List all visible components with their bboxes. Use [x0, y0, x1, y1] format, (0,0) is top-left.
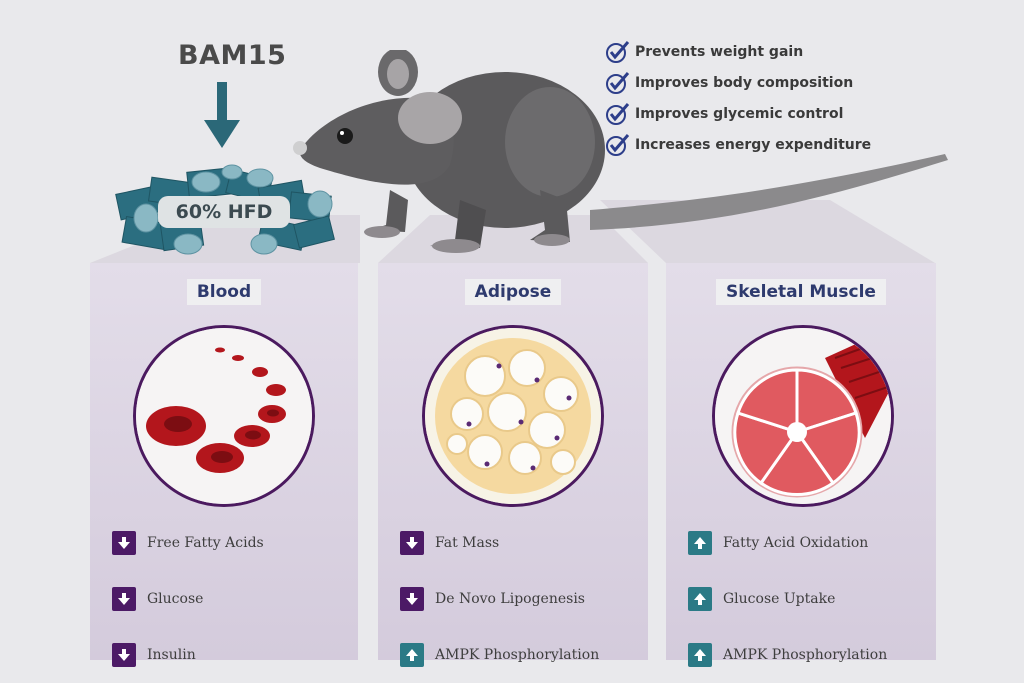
- effect-item: Improves body composition: [605, 67, 871, 98]
- list-item: AMPK Phosphorylation: [400, 627, 599, 683]
- item-label: Glucose Uptake: [723, 591, 836, 607]
- effect-text: Improves body composition: [635, 74, 854, 91]
- diet-label: 60% HFD: [158, 196, 290, 228]
- item-label: Insulin: [147, 647, 196, 663]
- list-item: AMPK Phosphorylation: [688, 627, 887, 683]
- panel-adipose: Adipose: [378, 263, 648, 667]
- up-arrow-icon: [688, 587, 712, 611]
- pellets-icon: [115, 164, 335, 255]
- up-arrow-icon: [688, 531, 712, 555]
- down-arrow-icon: [400, 587, 424, 611]
- marker-list: Free Fatty Acids Glucose Insulin: [112, 515, 264, 683]
- effect-item: Increases energy expenditure: [605, 129, 871, 160]
- down-arrow-icon: [204, 82, 240, 148]
- down-arrow-icon: [400, 531, 424, 555]
- list-item: Free Fatty Acids: [112, 515, 264, 571]
- item-label: Fatty Acid Oxidation: [723, 535, 869, 551]
- effect-text: Improves glycemic control: [635, 105, 844, 122]
- red-blood-cells-icon: [136, 328, 312, 504]
- effect-item: Improves glycemic control: [605, 98, 871, 129]
- marker-list: Fat Mass De Novo Lipogenesis AMPK Phosph…: [400, 515, 599, 683]
- down-arrow-icon: [112, 587, 136, 611]
- adipose-illustration: [422, 325, 604, 507]
- panel-title: Adipose: [464, 279, 562, 305]
- panel-title: Blood: [186, 279, 262, 305]
- item-label: Glucose: [147, 591, 204, 607]
- up-arrow-icon: [688, 643, 712, 667]
- blood-cells-illustration: [133, 325, 315, 507]
- effect-text: Increases energy expenditure: [635, 136, 872, 153]
- muscle-illustration: [712, 325, 894, 507]
- list-item: Fat Mass: [400, 515, 599, 571]
- item-label: Fat Mass: [435, 535, 500, 551]
- effect-text: Prevents weight gain: [635, 43, 804, 60]
- panel-title: Skeletal Muscle: [716, 279, 886, 305]
- down-arrow-icon: [112, 643, 136, 667]
- item-label: Free Fatty Acids: [147, 535, 264, 551]
- muscle-fiber-icon: [715, 328, 891, 504]
- effect-item: Prevents weight gain: [605, 36, 871, 67]
- up-arrow-icon: [400, 643, 424, 667]
- fat-cells-icon: [425, 328, 601, 504]
- panel-skeletal-muscle: Skeletal Muscle Fatty Acid Ox: [666, 263, 936, 667]
- list-item: Glucose: [112, 571, 264, 627]
- item-label: AMPK Phosphorylation: [435, 647, 600, 663]
- mouse-illustration: [293, 50, 948, 253]
- checkmark-icon: [606, 71, 630, 94]
- list-item: Glucose Uptake: [688, 571, 887, 627]
- effects-list: Prevents weight gain Improves body compo…: [605, 36, 871, 160]
- checkmark-icon: [606, 102, 630, 125]
- checkmark-icon: [606, 40, 630, 63]
- list-item: De Novo Lipogenesis: [400, 571, 599, 627]
- list-item: Insulin: [112, 627, 264, 683]
- marker-list: Fatty Acid Oxidation Glucose Uptake AMPK…: [688, 515, 887, 683]
- item-label: AMPK Phosphorylation: [723, 647, 888, 663]
- panel-blood: Blood: [90, 263, 358, 667]
- compound-label: BAM15: [178, 40, 287, 71]
- checkmark-icon: [606, 133, 630, 156]
- list-item: Fatty Acid Oxidation: [688, 515, 887, 571]
- item-label: De Novo Lipogenesis: [435, 591, 585, 607]
- down-arrow-icon: [112, 531, 136, 555]
